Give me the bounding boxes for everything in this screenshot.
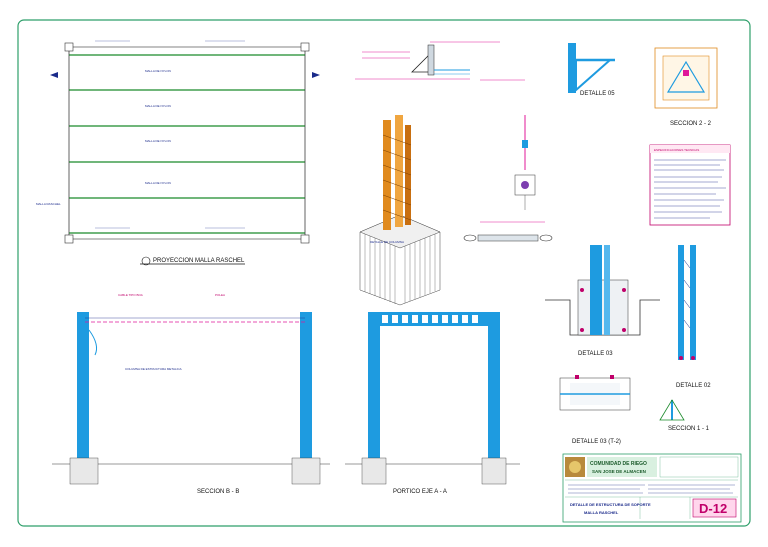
plan-title: PROYECCION MALLA RASCHEL bbox=[153, 258, 245, 264]
notes-panel: ESPECIFICACIONES TECNICAS bbox=[649, 144, 731, 226]
section-1-title: SECCION 1 - 1 bbox=[668, 426, 710, 432]
column-steel bbox=[382, 115, 412, 230]
detail-03-title: DETALLE 03 bbox=[578, 351, 613, 357]
portico-a-a: PORTICO EJE A - A bbox=[345, 312, 520, 495]
notes-title: ESPECIFICACIONES TECNICAS bbox=[654, 148, 699, 152]
title-block: COMUNIDAD DE RIEGO SAN JOSE DE ALMACEN D… bbox=[562, 453, 742, 523]
detail-05: DETALLE 05 bbox=[568, 43, 615, 97]
detail-05-title: DETALLE 05 bbox=[580, 91, 615, 97]
section-2-2: SECCION 2 - 2 bbox=[654, 47, 718, 127]
malla-row-label: MALLA DE NYLON bbox=[145, 104, 171, 108]
cable-callout: CABLE TIPO BOA bbox=[118, 293, 143, 297]
detail-03-t2-title: DETALLE 03 (T-2) bbox=[572, 439, 621, 445]
org-subname: SAN JOSE DE ALMACEN bbox=[592, 469, 646, 474]
section-2-title: SECCION 2 - 2 bbox=[670, 121, 712, 127]
column-isometric: DETALLE DE COLUMNA bbox=[359, 115, 441, 306]
plan-left-callout: MALLA RASCHEL bbox=[36, 202, 61, 206]
malla-row-label: MALLA DE NYLON bbox=[145, 139, 171, 143]
drawing-title: DETALLE DE ESTRUCTURA DE SOPORTE bbox=[570, 502, 651, 507]
section-b-b: CABLE TIPO BOA POLEA COLUMNA DE ESTRUCTU… bbox=[52, 293, 330, 495]
cable-details bbox=[463, 115, 553, 242]
plan-view: MALLA RASCHEL MALLA DE NYLON MALLA DE NY… bbox=[36, 40, 320, 266]
column-title: DETALLE DE COLUMNA bbox=[370, 240, 404, 244]
detail-02-title: DETALLE 02 bbox=[676, 383, 711, 389]
detail-02: DETALLE 02 bbox=[676, 245, 711, 389]
section-a-title: PORTICO EJE A - A bbox=[393, 489, 447, 495]
section-1-1: SECCION 1 - 1 bbox=[659, 399, 710, 432]
column-callout: COLUMNA DE ESTRUCTURA METALICA bbox=[125, 367, 182, 371]
plan-column-markers bbox=[64, 42, 310, 244]
detail-03: DETALLE 03 bbox=[545, 245, 660, 357]
malla-row-label: MALLA DE NYLON bbox=[145, 181, 171, 185]
polea-callout: POLEA bbox=[215, 293, 225, 297]
section-b-title: SECCION B - B bbox=[197, 489, 239, 495]
sheet-border bbox=[17, 19, 751, 527]
drawing-subtitle: MALLA RASCHEL bbox=[584, 510, 619, 515]
malla-row-label: MALLA DE NYLON bbox=[145, 69, 171, 73]
mesh-lines bbox=[69, 54, 305, 234]
org-name: COMUNIDAD DE RIEGO bbox=[590, 461, 647, 467]
anchor-detail bbox=[355, 41, 525, 81]
detail-03-t2: DETALLE 03 (T-2) bbox=[559, 375, 631, 445]
sheet-number: D-12 bbox=[699, 501, 727, 516]
